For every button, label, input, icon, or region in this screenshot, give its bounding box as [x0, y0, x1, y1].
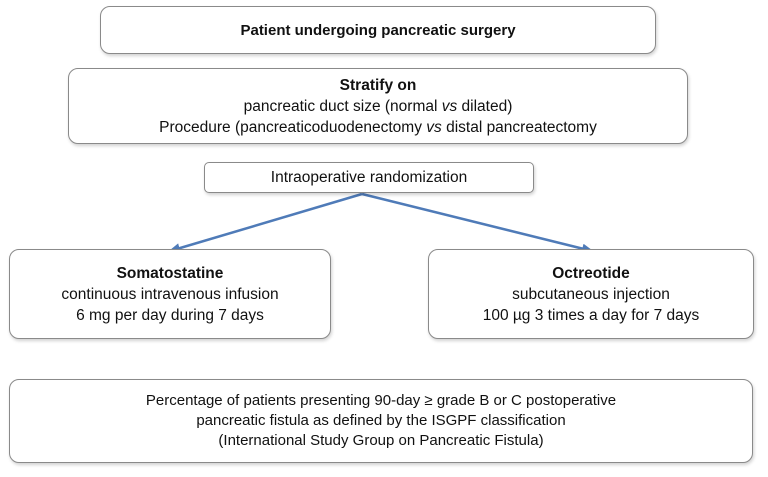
patient-box: Patient undergoing pancreatic surgery	[100, 6, 656, 54]
randomization-box: Intraoperative randomization	[204, 162, 534, 193]
arrow-to-somatostatine	[168, 192, 363, 253]
somatostatine-title: Somatostatine	[116, 264, 224, 282]
randomization-text: Intraoperative randomization	[270, 169, 468, 186]
outcome-line-2: pancreatic fistula as defined by the ISG…	[196, 412, 566, 429]
octreotide-route: subcutaneous injection	[512, 285, 670, 303]
stratify-box: Stratify on pancreatic duct size (normal…	[68, 68, 688, 144]
outcome-line-1: Percentage of patients presenting 90-day…	[145, 392, 617, 409]
stratify-duct-size-line: pancreatic duct size (normal vs dilated)	[243, 97, 513, 115]
octreotide-box: Octreotide subcutaneous injection 100 µg…	[428, 249, 754, 339]
outcome-line-3: (International Study Group on Pancreatic…	[218, 432, 544, 449]
stratify-title: Stratify on	[339, 76, 417, 94]
somatostatine-dose: 6 mg per day during 7 days	[76, 306, 264, 324]
patient-box-text: Patient undergoing pancreatic surgery	[240, 21, 516, 39]
stratify-procedure-line: Procedure (pancreaticoduodenectomy vs di…	[159, 118, 597, 136]
octreotide-title: Octreotide	[552, 264, 630, 282]
somatostatine-box: Somatostatine continuous intravenous inf…	[9, 249, 331, 339]
arrow-to-octreotide	[361, 192, 594, 254]
somatostatine-route: continuous intravenous infusion	[61, 285, 279, 303]
outcome-box: Percentage of patients presenting 90-day…	[9, 379, 753, 463]
octreotide-dose: 100 µg 3 times a day for 7 days	[482, 306, 700, 324]
